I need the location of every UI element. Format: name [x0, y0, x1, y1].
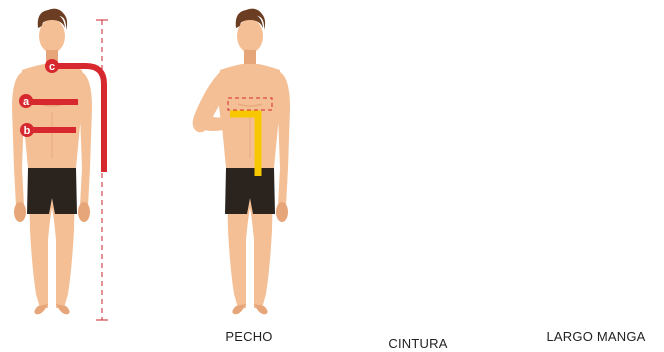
caption-largo-manga: LARGO MANGA — [536, 329, 656, 344]
svg-text:c: c — [49, 61, 55, 73]
marker-c: c — [45, 59, 59, 73]
svg-text:a: a — [23, 96, 30, 108]
caption-cintura: CINTURA — [378, 336, 458, 351]
figure-markers: a b c — [12, 9, 104, 315]
svg-text:b: b — [24, 125, 31, 137]
figure-pecho — [193, 9, 290, 315]
marker-b: b — [20, 123, 34, 137]
caption-pecho: PECHO — [214, 329, 284, 344]
marker-a: a — [19, 94, 33, 108]
